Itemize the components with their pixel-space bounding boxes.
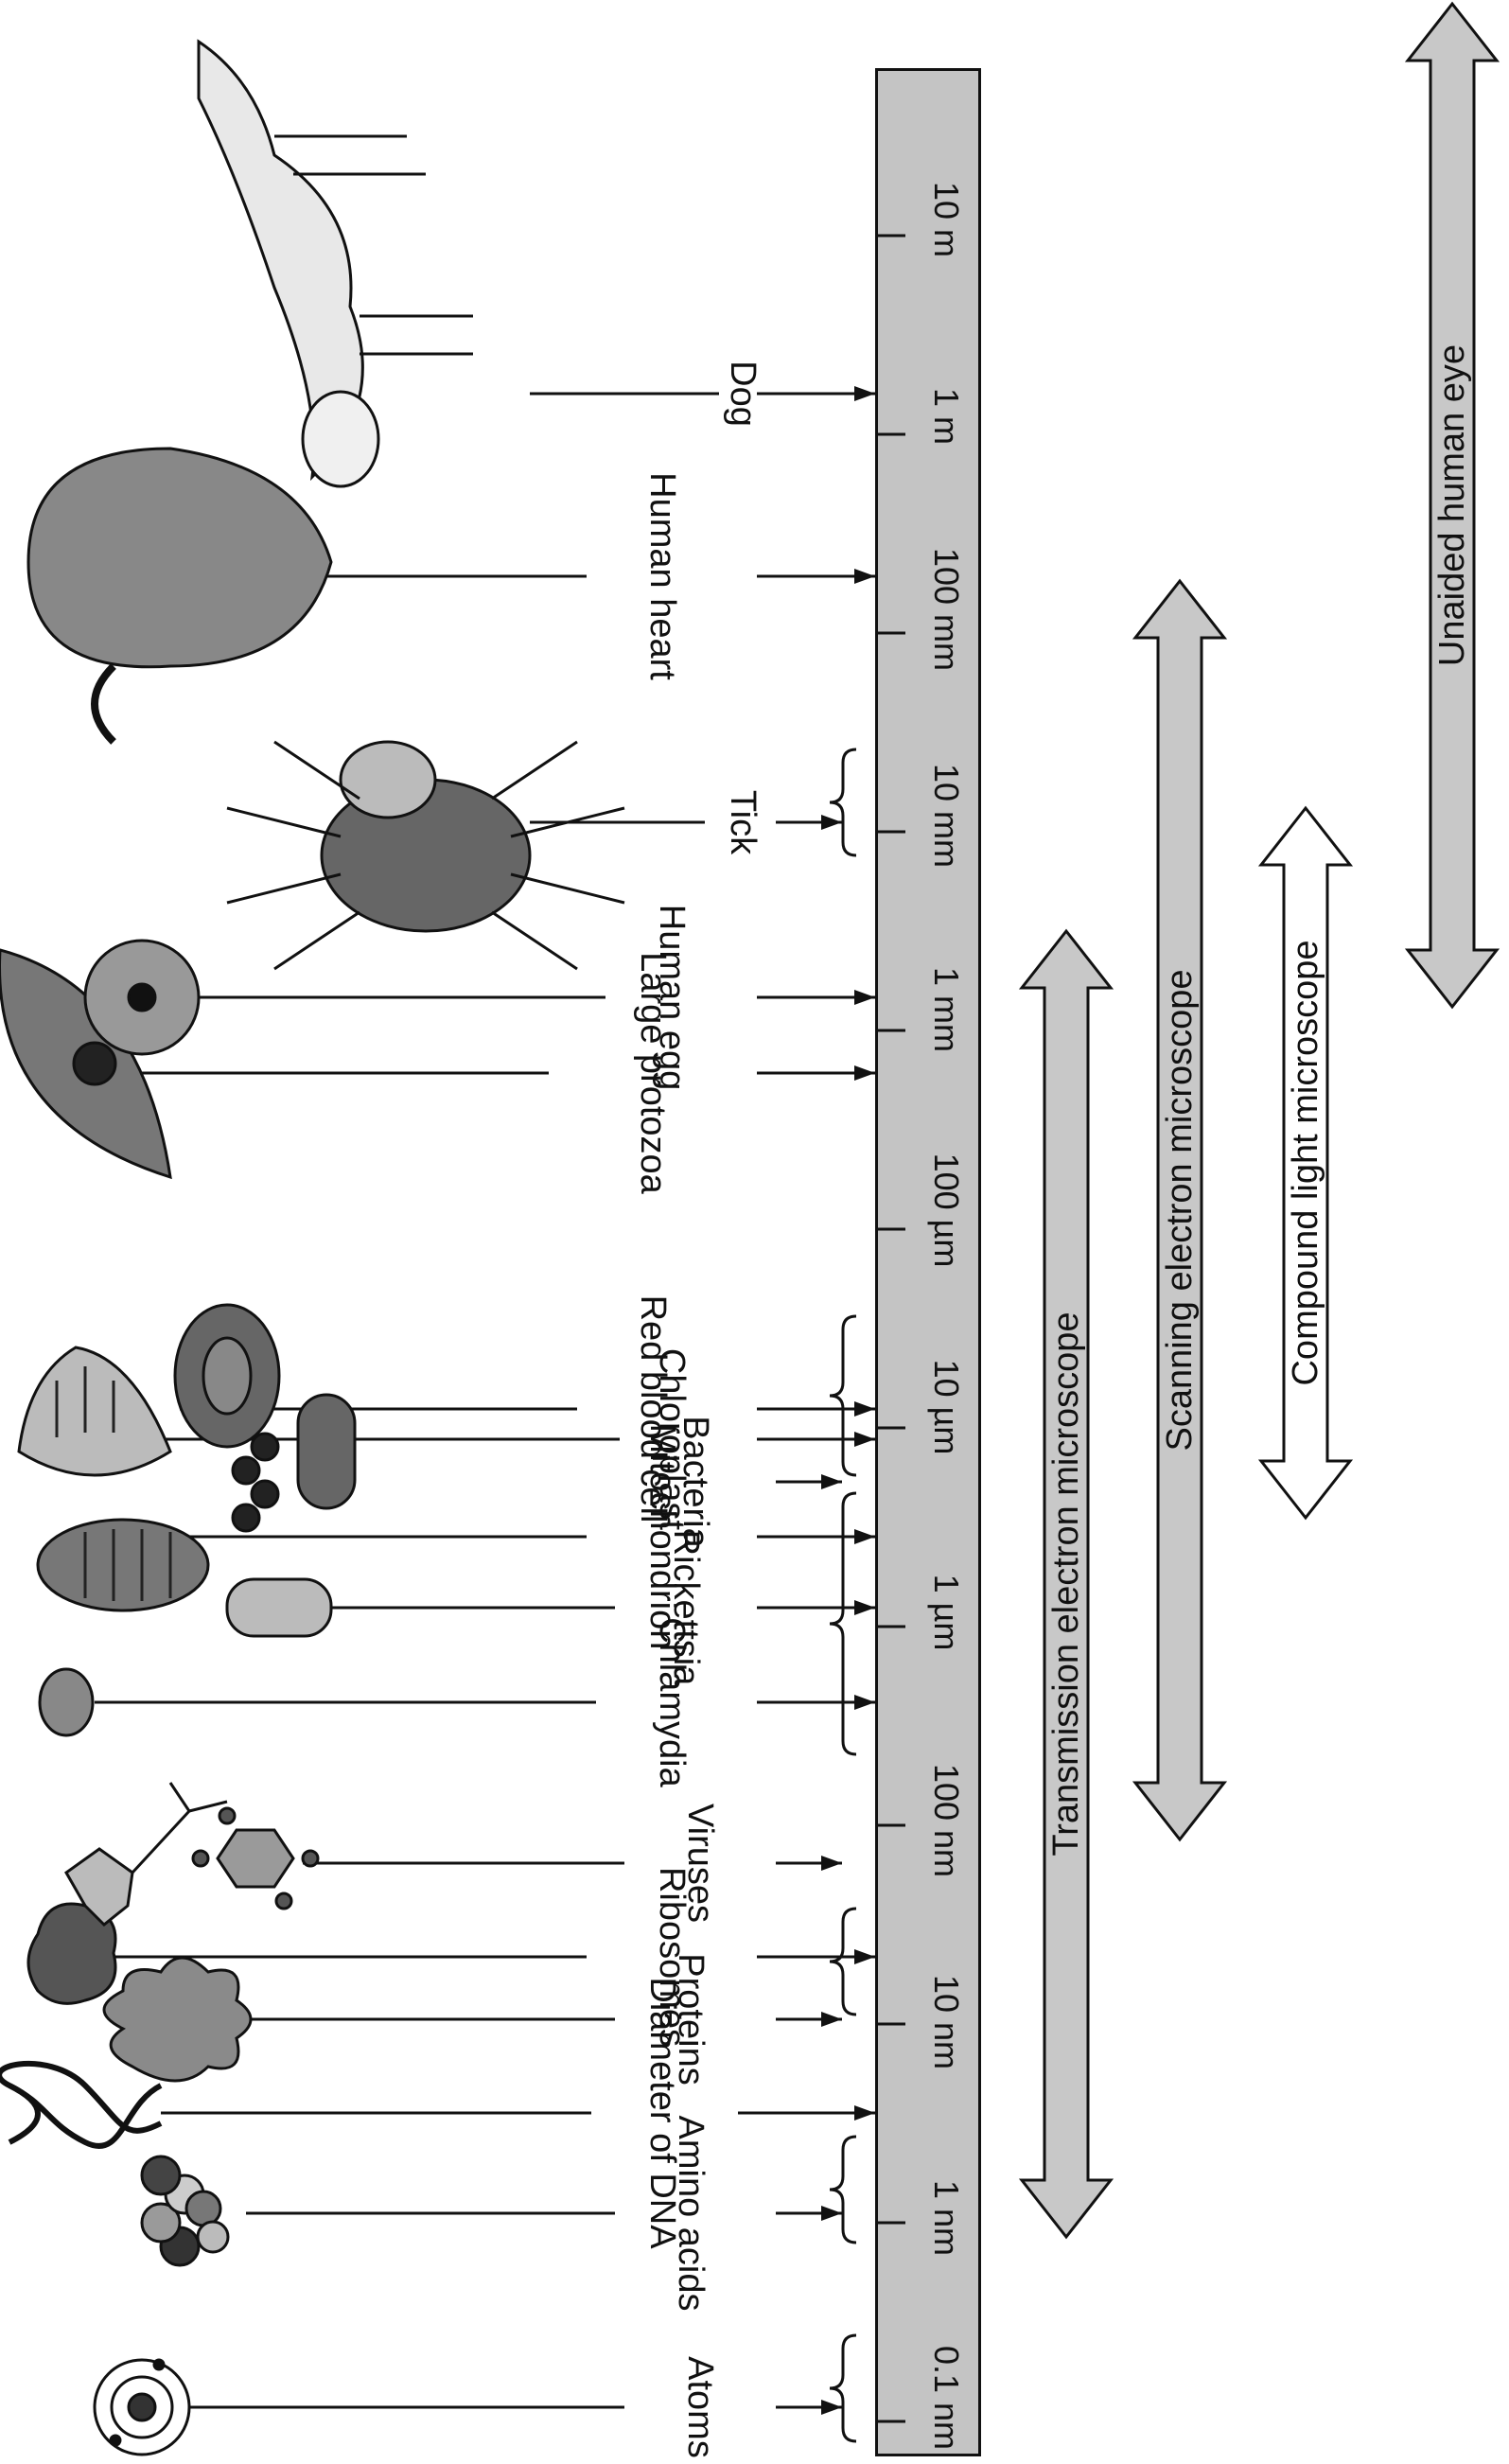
dna-helix-icon (0, 2060, 163, 2149)
tick-label-1-m: 1 m (927, 387, 966, 446)
arrowhead-amino (821, 2206, 842, 2221)
tick-label-10-mm: 10 mm (927, 763, 966, 869)
dog-icon (197, 39, 473, 488)
chlamydia-icon (38, 1667, 95, 1737)
arrowhead-atoms (821, 2400, 842, 2415)
tick-insect-icon (226, 740, 625, 971)
tick-label-1-um: 1 µm (927, 1574, 966, 1651)
atom-icon (93, 2358, 191, 2456)
red-blood-cell-icon (173, 1303, 281, 1449)
arrowhead-viruses (821, 1856, 842, 1871)
arrowhead-dog (854, 386, 875, 401)
range-label-eye: Unaided human eye (1432, 343, 1472, 667)
rickettsia-icon (225, 1577, 333, 1638)
item-label-human-heart: Human heart (642, 472, 682, 680)
mitochondrion-icon (36, 1518, 210, 1612)
arrowhead-protozoa (854, 1065, 875, 1081)
tick-label-10-m: 10 m (927, 181, 966, 258)
tick-label-100-um: 100 µm (927, 1153, 966, 1268)
range-brace (829, 1907, 857, 2016)
arrowhead-heart (854, 569, 875, 584)
range-label-sem: Scanning electron microscope (1160, 969, 1200, 1452)
item-label-atoms: Atoms (680, 2356, 720, 2458)
tick-label-100-mm: 100 mm (927, 547, 966, 672)
range-brace (829, 1314, 857, 1477)
arrowhead-ribosomes (854, 1949, 875, 1964)
arrowhead-rickettsia (854, 1600, 875, 1615)
chloroplast-icon (17, 1346, 172, 1477)
item-label-red-blood-cell: Red blood cell (633, 1294, 673, 1523)
arrowhead-bacteria (821, 1474, 842, 1489)
tick-label-1-nm: 1 nm (927, 2179, 966, 2257)
tick-label-0-1-nm: 0.1 nm (927, 2345, 966, 2451)
item-label-viruses: Viruses (680, 1803, 720, 1924)
tick-label-1-mm: 1 mm (927, 967, 966, 1052)
arrowhead-chloroplast (854, 1432, 875, 1447)
arrowhead-rbc (854, 1401, 875, 1417)
range-brace (829, 2135, 857, 2244)
item-label-human-egg: Human egg (652, 904, 692, 1091)
tick-label-100-nm: 100 nm (927, 1763, 966, 1878)
arrowhead-egg (854, 990, 875, 1005)
bacteria-icon (231, 1393, 357, 1533)
arrowhead-mitochondrion (854, 1529, 875, 1544)
ribosome-icon (26, 1902, 117, 2005)
range-label-clm: Compound light microscope (1286, 940, 1325, 1386)
range-brace (829, 748, 857, 857)
tick-label-10-um: 10 µm (927, 1359, 966, 1455)
item-label-dog: Dog (723, 361, 763, 427)
arrowhead-chlamydia (854, 1695, 875, 1710)
protozoa-icon (0, 948, 172, 1180)
arrowhead-dna (854, 2105, 875, 2121)
protein-icon (102, 1956, 253, 2083)
arrowhead-proteins (821, 2012, 842, 2027)
range-brace (829, 1491, 857, 1756)
item-label-tick: Tick (723, 789, 763, 855)
virus-icon (64, 1782, 320, 1927)
arrowhead-tick (821, 815, 842, 830)
range-brace (829, 2333, 857, 2443)
tick-label-10-nm: 10 nm (927, 1974, 966, 2070)
human-egg-icon (83, 939, 201, 1056)
range-label-tem: Transmission electron microscope (1046, 1311, 1086, 1857)
heart-icon (26, 447, 333, 745)
amino-acid-molecule-icon (140, 2155, 230, 2267)
